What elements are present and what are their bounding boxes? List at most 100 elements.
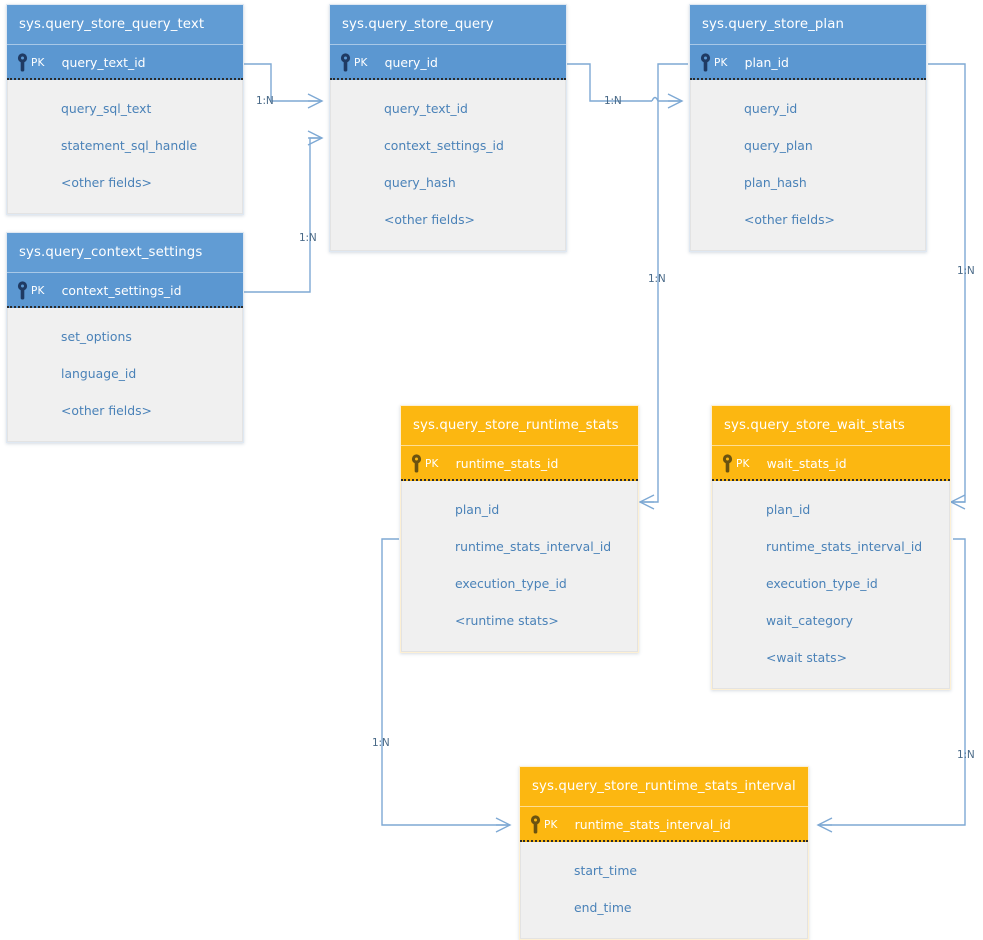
pk-tag: PK [736,457,750,470]
field-row: execution_type_id [402,565,637,602]
field-name: plan_id [766,502,811,517]
field-name: context_settings_id [384,138,504,153]
cardinality-label: 1:N [256,95,273,107]
field-name: wait_category [766,613,853,628]
field-row: start_time [521,852,807,889]
cardinality-label: 1:N [604,95,621,107]
entity-title: sys.query_store_query [330,5,566,45]
pk-tag: PK [31,284,45,297]
field-name: statement_sql_handle [61,138,198,153]
entity-title: sys.query_store_wait_stats [712,406,950,446]
entity-title: sys.query_store_runtime_stats_interval [520,767,808,807]
field-name: set_options [61,329,132,344]
entity-query-store-plan[interactable]: sys.query_store_plan PK plan_id query_id… [689,4,927,252]
field-row: <runtime stats> [402,602,637,639]
entity-fields: query_text_id context_settings_id query_… [330,80,566,251]
field-row: query_text_id [331,90,565,127]
entity-query-store-runtime-stats-interval[interactable]: sys.query_store_runtime_stats_interval P… [519,766,809,940]
field-name: <other fields> [61,175,152,190]
field-name: <other fields> [384,212,475,227]
key-icon [340,53,351,72]
primary-key-row: PK plan_id [690,45,926,80]
pk-field-name: context_settings_id [61,283,182,298]
primary-key-row: PK context_settings_id [7,273,243,308]
entity-fields: query_id query_plan plan_hash <other fie… [690,80,926,251]
pk-tag: PK [354,56,368,69]
field-name: <runtime stats> [455,613,559,628]
key-icon [17,53,28,72]
key-icon [17,281,28,300]
field-row: language_id [8,355,242,392]
field-name: plan_id [455,502,500,517]
cardinality-label: 1:N [299,232,316,244]
field-row: query_sql_text [8,90,242,127]
entity-title: sys.query_store_runtime_stats [401,406,638,446]
field-name: language_id [61,366,137,381]
entity-query-store-wait-stats[interactable]: sys.query_store_wait_stats PK wait_stats… [711,405,951,690]
entity-query-store-query[interactable]: sys.query_store_query PK query_id query_… [329,4,567,252]
entity-fields: plan_id runtime_stats_interval_id execut… [401,481,638,652]
entity-fields: set_options language_id <other fields> [7,308,243,442]
field-name: runtime_stats_interval_id [766,539,923,554]
field-name: query_id [744,101,798,116]
field-name: start_time [574,863,638,878]
field-row: end_time [521,889,807,926]
field-row: <other fields> [8,164,242,201]
pk-tag: PK [425,457,439,470]
pk-tag: PK [544,818,558,831]
pk-field-name: query_id [384,55,438,70]
pk-field-name: runtime_stats_id [455,456,559,471]
field-name: query_sql_text [61,101,152,116]
relationship-r2 [244,130,324,293]
field-name: query_text_id [384,101,468,116]
cardinality-label: 1:N [957,749,974,761]
pk-field-name: runtime_stats_interval_id [574,817,731,832]
field-name: query_plan [744,138,813,153]
field-row: query_hash [331,164,565,201]
cardinality-label: 1:N [372,737,389,749]
relationship-r1 [244,63,324,109]
field-row: <other fields> [8,392,242,429]
entity-query-context-settings[interactable]: sys.query_context_settings PK context_se… [6,232,244,443]
relationship-r4 [638,63,688,510]
entity-fields: query_sql_text statement_sql_handle <oth… [7,80,243,214]
cardinality-label: 1:N [957,265,974,277]
field-row: statement_sql_handle [8,127,242,164]
field-name: execution_type_id [766,576,878,591]
key-icon [700,53,711,72]
field-row: runtime_stats_interval_id [402,528,637,565]
entity-title: sys.query_context_settings [7,233,243,273]
field-row: context_settings_id [331,127,565,164]
entity-fields: start_time end_time [520,842,808,939]
key-icon [722,454,733,473]
field-row: <wait stats> [713,639,949,676]
pk-tag: PK [714,56,728,69]
pk-tag: PK [31,56,45,69]
entity-title: sys.query_store_plan [690,5,926,45]
field-name: plan_hash [744,175,807,190]
field-row: plan_hash [691,164,925,201]
pk-field-name: wait_stats_id [766,456,847,471]
entity-fields: plan_id runtime_stats_interval_id execut… [712,481,950,689]
key-icon [530,815,541,834]
field-row: set_options [8,318,242,355]
primary-key-row: PK runtime_stats_id [401,446,638,481]
field-row: plan_id [402,491,637,528]
primary-key-row: PK query_id [330,45,566,80]
field-row: <other fields> [691,201,925,238]
pk-field-name: plan_id [744,55,789,70]
entity-query-store-runtime-stats[interactable]: sys.query_store_runtime_stats PK runtime… [400,405,639,653]
field-name: <wait stats> [766,650,847,665]
field-name: runtime_stats_interval_id [455,539,612,554]
primary-key-row: PK query_text_id [7,45,243,80]
cardinality-label: 1:N [648,273,665,285]
field-name: <other fields> [744,212,835,227]
field-row: plan_id [713,491,949,528]
field-row: query_id [691,90,925,127]
entity-query-store-query-text[interactable]: sys.query_store_query_text PK query_text… [6,4,244,215]
relationship-r3 [567,63,684,109]
field-name: <other fields> [61,403,152,418]
entity-title: sys.query_store_query_text [7,5,243,45]
pk-field-name: query_text_id [61,55,146,70]
